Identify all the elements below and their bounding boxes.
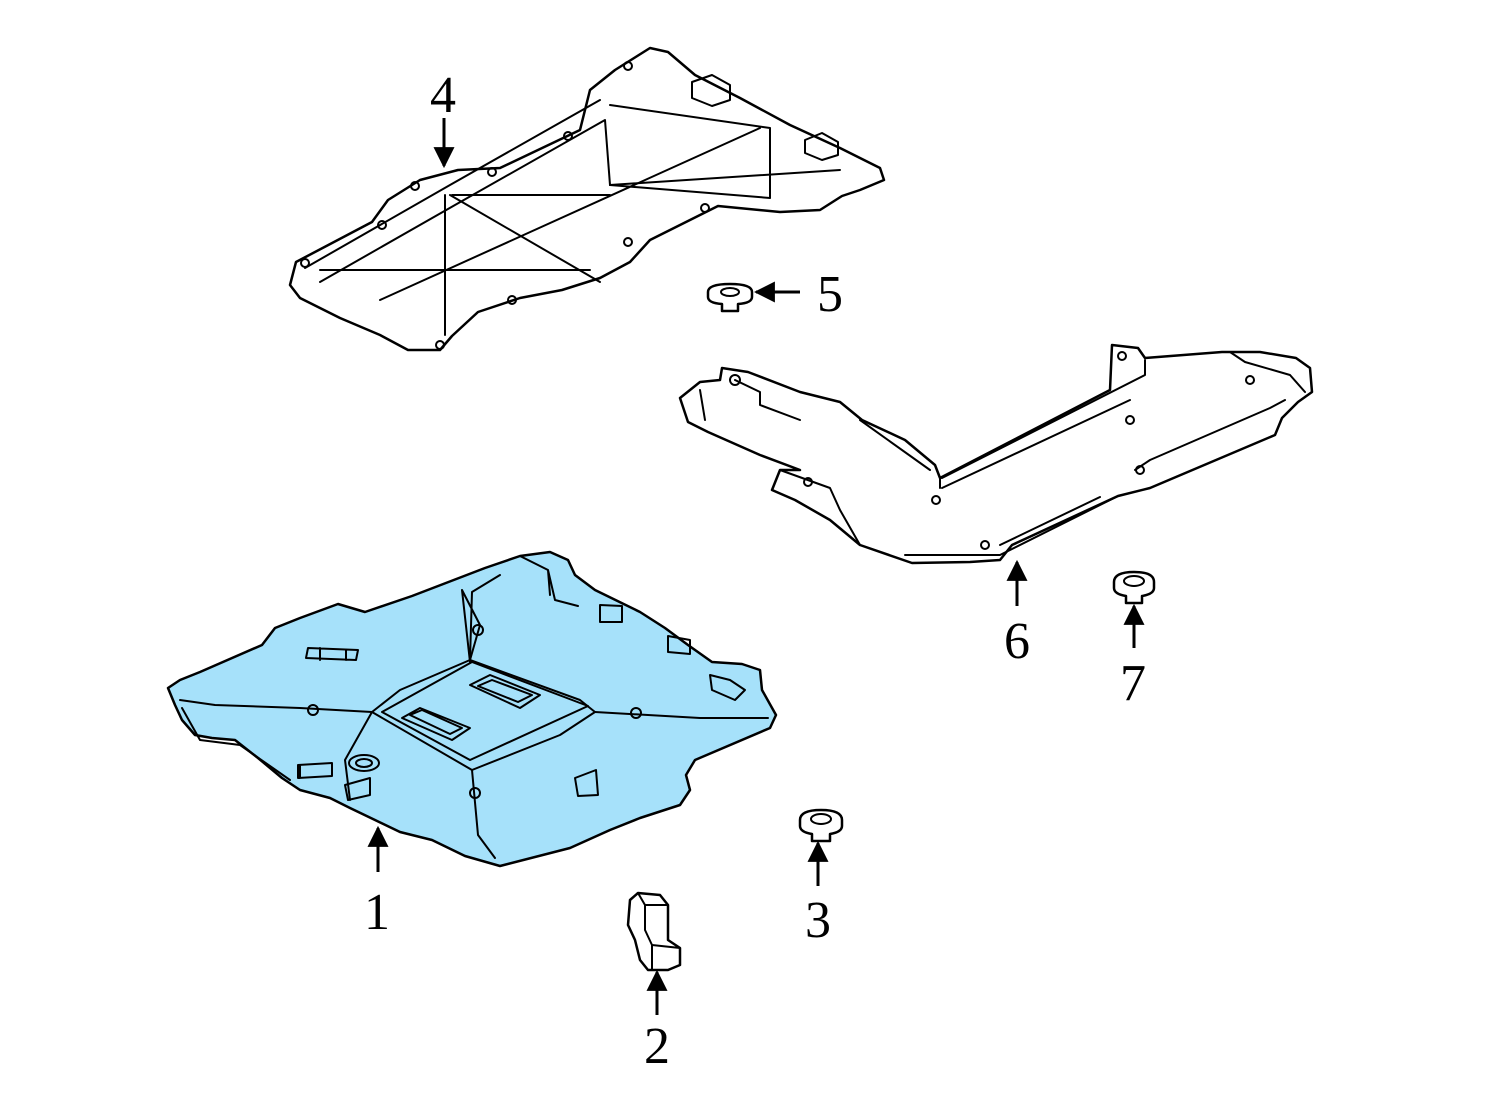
callout-label-2: 2 <box>644 1018 670 1075</box>
callout-label-5: 5 <box>817 266 843 323</box>
callout-label-4: 4 <box>430 67 456 124</box>
part-5-clip[interactable] <box>706 282 754 313</box>
part-4-upper-shield[interactable] <box>288 46 886 352</box>
callout-label-1: 1 <box>364 884 390 941</box>
part-1-main-skid-plate[interactable] <box>166 550 778 868</box>
callout-label-3: 3 <box>805 892 831 949</box>
part-6-side-shield[interactable] <box>678 343 1314 565</box>
part-3-clip[interactable] <box>798 808 844 843</box>
part-2-bracket[interactable] <box>626 891 682 972</box>
part-1-body <box>166 550 778 868</box>
callout-label-6: 6 <box>1004 613 1030 670</box>
part-7-plug[interactable] <box>1112 570 1156 605</box>
callout-label-7: 7 <box>1120 655 1146 712</box>
